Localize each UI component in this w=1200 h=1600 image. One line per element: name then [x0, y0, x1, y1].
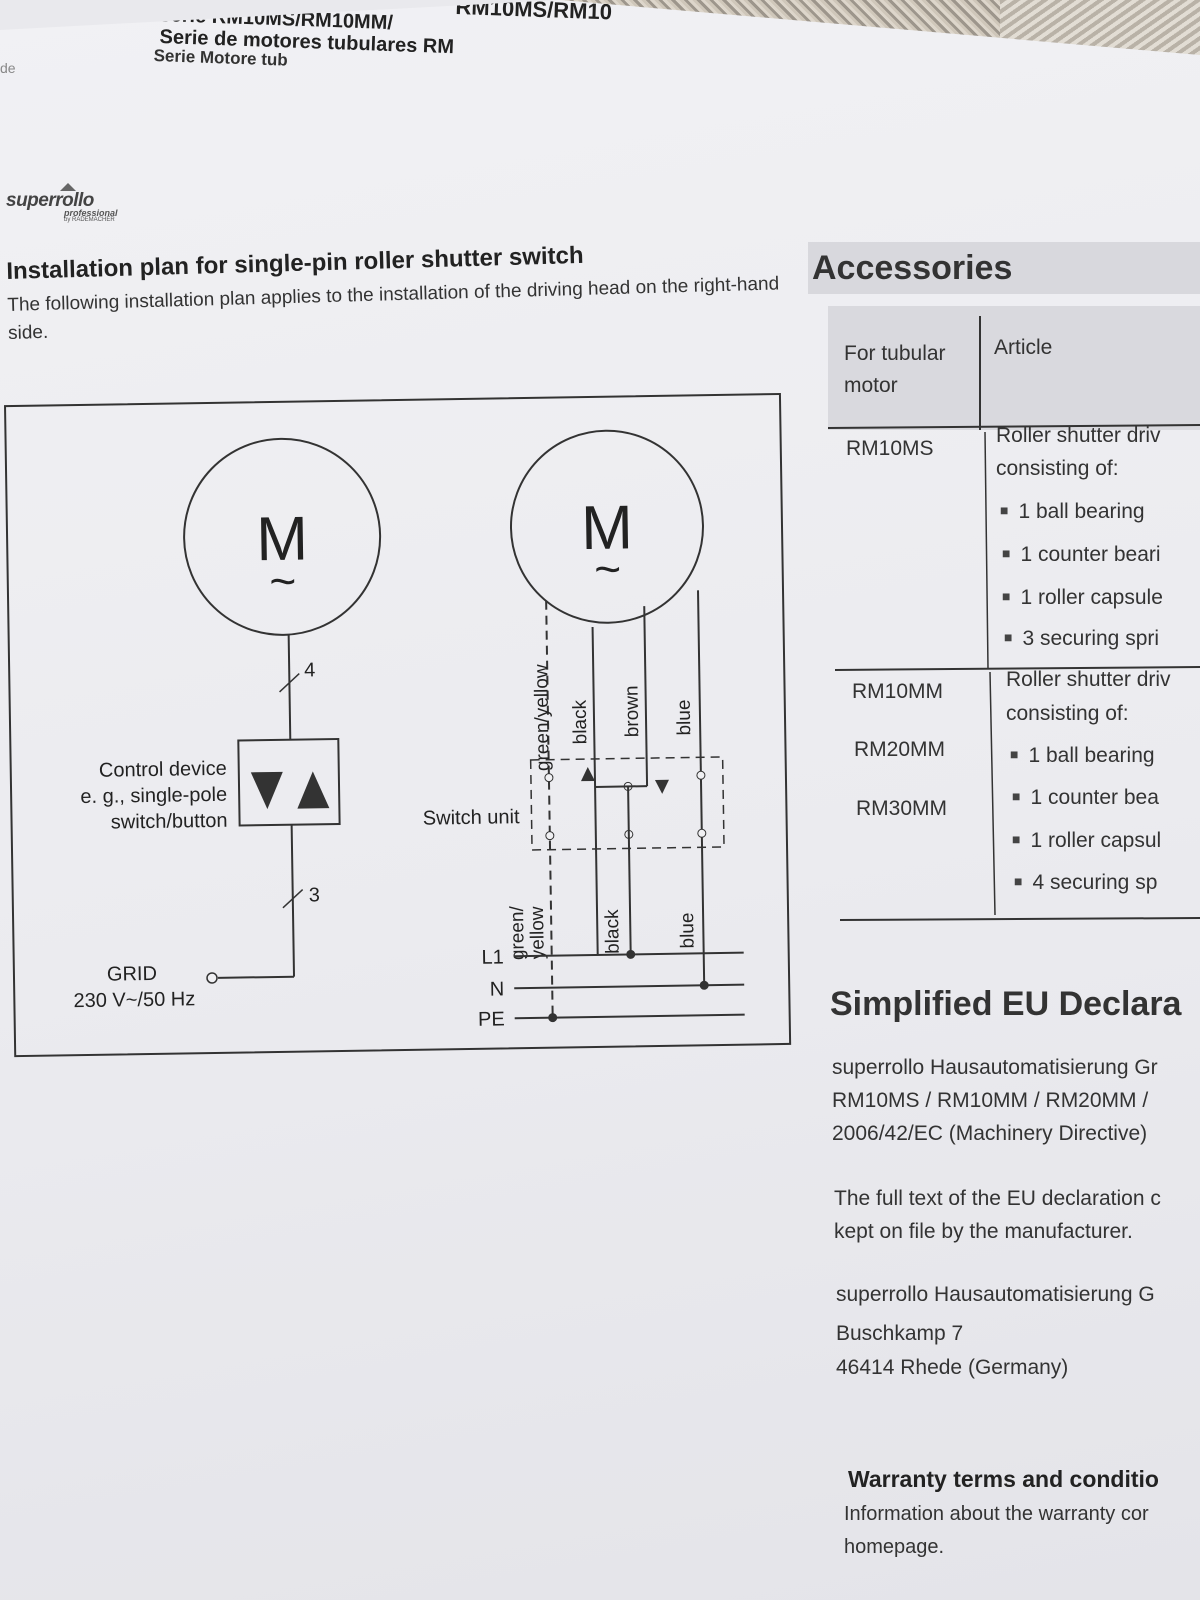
- left-wire-bottom: [290, 824, 296, 977]
- bus-label-pe: PE: [478, 1008, 505, 1030]
- warranty-title: Warranty terms and conditio: [848, 1466, 1159, 1492]
- logo-by: by RADEMACHER: [64, 217, 115, 223]
- label-brown: brown: [621, 685, 643, 737]
- left-wire-top-slash: [279, 673, 300, 693]
- right-motor-symbol: M: [581, 493, 634, 563]
- acc-row2-article-2: consisting of:: [1006, 702, 1129, 725]
- acc-row2-motor-2: RM20MM: [854, 738, 946, 761]
- left-motor-tilde: ~: [269, 555, 297, 607]
- grid-terminal: [206, 972, 218, 984]
- switch-common: [627, 786, 632, 955]
- switch-unit-label: Switch unit: [423, 806, 520, 830]
- warranty-line-1: Information about the warranty cor: [844, 1503, 1149, 1525]
- acc-row1-item-3: 1 roller capsule: [1002, 586, 1162, 610]
- right-motor-tilde: ~: [594, 543, 622, 595]
- junction-l1: [626, 949, 636, 959]
- down-arrow-icon: [250, 771, 283, 810]
- lead-green-yellow: [545, 600, 554, 1018]
- bus-label-l1: L1: [481, 946, 504, 968]
- brand-logo: superrollo professional by RADEMACHER: [6, 183, 118, 223]
- page-edge-text: de: [0, 60, 16, 76]
- acc-col1-header-2: motor: [844, 374, 898, 397]
- bus-n: [514, 983, 745, 990]
- contact-5: [696, 770, 706, 780]
- eu-title: Simplified EU Declara: [830, 985, 1182, 1023]
- acc-row1-item-4: 3 securing spri: [1004, 627, 1159, 651]
- acc-row2-motor-1: RM10MM: [852, 680, 944, 703]
- acc-col1-header-1: For tubular: [844, 342, 946, 365]
- left-motor-symbol: M: [256, 504, 309, 574]
- control-device-box: [237, 737, 341, 827]
- logo-roof-icon: [60, 183, 76, 191]
- lead-brown: [643, 606, 649, 787]
- eu-line-2: RM10MS / RM10MM / RM20MM /: [832, 1089, 1149, 1112]
- contact-6: [697, 828, 707, 838]
- label-green-lower: green/: [507, 905, 529, 960]
- acc-row2-item-4: 4 securing sp: [1014, 871, 1157, 895]
- label-black-upper: black: [570, 699, 592, 744]
- label-green-yellow: green/yellow: [531, 664, 554, 771]
- junction-pe: [548, 1013, 558, 1023]
- contact-1: [544, 773, 554, 783]
- eu-line-7: Buschkamp 7: [836, 1322, 964, 1345]
- acc-row2-article-1: Roller shutter driv: [1006, 668, 1171, 691]
- acc-row1-article-1: Roller shutter driv: [996, 424, 1161, 447]
- switch-up-triangle-icon: [580, 767, 595, 782]
- switch-down-triangle-icon: [654, 779, 669, 794]
- acc-row1-motor: RM10MS: [846, 437, 934, 460]
- left-wire-bottom-slash: [282, 889, 304, 909]
- warranty-line-2: homepage.: [844, 1536, 945, 1558]
- left-wire-top: [287, 634, 292, 740]
- left-wire-count-bottom: 3: [309, 884, 320, 906]
- control-label-2: e. g., single-pole: [80, 784, 227, 808]
- bus-label-n: N: [490, 978, 505, 1000]
- acc-row2-motor-3: RM30MM: [856, 797, 948, 820]
- left-wire-count-top: 4: [304, 659, 315, 681]
- switch-link: [595, 785, 648, 788]
- lead-black: [591, 626, 599, 955]
- acc-row2-item-1: 1 ball bearing: [1010, 744, 1154, 768]
- eu-line-8: 46414 Rhede (Germany): [836, 1356, 1069, 1379]
- eu-line-5: kept on file by the manufacturer.: [834, 1220, 1133, 1243]
- acc-row2-item-2: 1 counter bea: [1012, 786, 1158, 810]
- diagram-frame: [4, 392, 792, 1058]
- acc-row1-item-1: 1 ball bearing: [1000, 500, 1144, 524]
- eu-line-6: superrollo Hausautomatisierung G: [836, 1283, 1155, 1306]
- acc-row2-item-3: 1 roller capsul: [1012, 829, 1161, 853]
- grid-wire: [218, 975, 295, 979]
- label-blue-lower: blue: [677, 912, 699, 948]
- junction-n: [699, 980, 709, 990]
- grid-voltage: 230 V~/50 Hz: [73, 988, 195, 1012]
- logo-sub: professional: [64, 208, 118, 218]
- acc-row1-item-2: 1 counter beari: [1002, 543, 1160, 567]
- eu-line-3: 2006/42/EC (Machinery Directive): [832, 1122, 1148, 1145]
- acc-col2-header: Article: [994, 336, 1053, 359]
- control-label-3: switch/button: [111, 810, 228, 834]
- label-yellow-lower: yellow: [527, 906, 549, 959]
- acc-row1-article-2: consisting of:: [996, 457, 1119, 480]
- eu-line-4: The full text of the EU declaration c: [834, 1187, 1161, 1210]
- label-black-lower: black: [602, 909, 624, 954]
- right-motor-circle: [509, 429, 704, 624]
- up-arrow-icon: [297, 771, 330, 809]
- lead-blue: [696, 590, 706, 986]
- contact-2: [545, 831, 555, 841]
- logo-name: superrollo: [6, 190, 94, 211]
- eu-line-1: superrollo Hausautomatisierung Gr: [832, 1056, 1158, 1079]
- grid-label: GRID: [107, 963, 157, 986]
- wiring-diagram: M ~ 4 Control device e. g., single-pole …: [4, 392, 792, 1058]
- left-motor-circle: [183, 437, 382, 636]
- accessories-title: Accessories: [808, 242, 1200, 294]
- label-blue-upper: blue: [674, 699, 696, 735]
- control-label-1: Control device: [99, 758, 227, 782]
- accessories-table-lines: [827, 306, 1200, 921]
